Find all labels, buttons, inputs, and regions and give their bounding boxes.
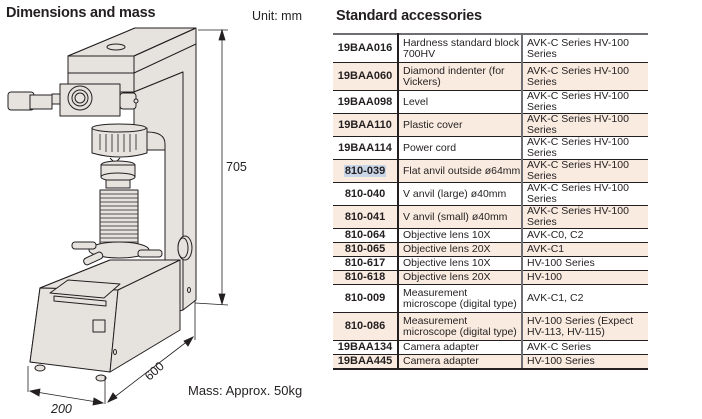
table-row: 810-064 Objective lens 10X AVK-C0, C2 bbox=[333, 228, 648, 243]
part-description: Objective lens 20X bbox=[398, 270, 523, 285]
table-row: 810-039 Flat anvil outside ø64mm AVK-C S… bbox=[333, 159, 648, 183]
part-code: 19BAA114 bbox=[333, 136, 399, 160]
mass-label: Mass: Approx. 50kg bbox=[188, 383, 303, 398]
part-code: 19BAA016 bbox=[333, 33, 399, 63]
applicable-series: HV-100 Series (Expect HV-113, HV-115) bbox=[522, 312, 648, 341]
applicable-series: HV-100 Series bbox=[522, 354, 648, 370]
table-row: 810-040 V anvil (large) ø40mm AVK-C Seri… bbox=[333, 182, 648, 206]
table-row: 810-086 Measurement microscope (digital … bbox=[333, 312, 648, 341]
table-row: 19BAA114 Power cord AVK-C Series HV-100 … bbox=[333, 136, 648, 160]
part-code: 810-064 bbox=[333, 228, 399, 243]
part-code: 810-040 bbox=[333, 182, 399, 206]
table-row: 810-065 Objective lens 20X AVK-C1 bbox=[333, 242, 648, 257]
part-code-cell: 810-039 bbox=[333, 159, 399, 183]
applicable-series: AVK-C1, C2 bbox=[522, 284, 648, 313]
table-row: 19BAA060 Diamond indenter (for Vickers) … bbox=[333, 62, 648, 91]
applicable-series: HV-100 bbox=[522, 270, 648, 285]
part-description: Measurement microscope (digital type) bbox=[398, 284, 523, 313]
table-row: 810-009 Measurement microscope (digital … bbox=[333, 284, 648, 313]
applicable-series: AVK-C0, C2 bbox=[522, 228, 648, 243]
part-description: V anvil (large) ø40mm bbox=[398, 182, 523, 206]
part-description: Objective lens 10X bbox=[398, 228, 523, 243]
part-description: Hardness standard block 700HV bbox=[398, 33, 523, 63]
part-description: Measurement microscope (digital type) bbox=[398, 312, 523, 341]
part-code: 19BAA110 bbox=[333, 113, 399, 137]
table-row: 810-041 V anvil (small) ø40mm AVK-C Seri… bbox=[333, 205, 648, 229]
part-description: V anvil (small) ø40mm bbox=[398, 205, 523, 229]
part-description: Objective lens 20X bbox=[398, 242, 523, 257]
applicable-series: AVK-C Series HV-100 Series bbox=[522, 113, 648, 137]
part-code: 19BAA134 bbox=[333, 340, 399, 355]
part-description: Diamond indenter (for Vickers) bbox=[398, 62, 523, 91]
unit-label: Unit: mm bbox=[252, 9, 302, 23]
part-code: 810-041 bbox=[333, 205, 399, 229]
dimensions-title: Dimensions and mass bbox=[6, 5, 156, 21]
table-row: 810-617 Objective lens 10X HV-100 Series bbox=[333, 256, 648, 271]
part-description: Power cord bbox=[398, 136, 523, 160]
hardness-tester-drawing bbox=[7, 27, 229, 406]
applicable-series: AVK-C Series HV-100 Series bbox=[522, 205, 648, 229]
part-description: Level bbox=[398, 90, 523, 114]
part-description: Camera adapter bbox=[398, 354, 523, 370]
applicable-series: AVK-C1 bbox=[522, 242, 648, 257]
table-row: 19BAA098 Level AVK-C Series HV-100 Serie… bbox=[333, 90, 648, 114]
table-row: 19BAA134 Camera adapter AVK-C Series bbox=[333, 340, 648, 355]
applicable-series: AVK-C Series HV-100 Series bbox=[522, 182, 648, 206]
width-dimension-label: 200 bbox=[51, 402, 72, 416]
applicable-series: AVK-C Series HV-100 Series bbox=[522, 90, 648, 114]
applicable-series: AVK-C Series HV-100 Series bbox=[522, 62, 648, 91]
applicable-series: AVK-C Series HV-100 Series bbox=[522, 136, 648, 160]
part-code: 19BAA445 bbox=[333, 354, 399, 370]
part-code: 810-617 bbox=[333, 256, 399, 271]
part-code: 19BAA098 bbox=[333, 90, 399, 114]
part-description: Plastic cover bbox=[398, 113, 523, 137]
height-dimension-label: 705 bbox=[226, 160, 247, 174]
part-code: 810-065 bbox=[333, 242, 399, 257]
part-code: 19BAA060 bbox=[333, 62, 399, 91]
table-row: 19BAA016 Hardness standard block 700HV A… bbox=[333, 33, 648, 63]
highlighted-part-code[interactable]: 810-039 bbox=[343, 164, 387, 177]
applicable-series: AVK-C Series HV-100 Series bbox=[522, 33, 648, 63]
applicable-series: HV-100 Series bbox=[522, 256, 648, 271]
part-description: Flat anvil outside ø64mm bbox=[398, 159, 523, 183]
part-description: Objective lens 10X bbox=[398, 256, 523, 271]
accessories-title: Standard accessories bbox=[336, 8, 482, 24]
table-row: 810-618 Objective lens 20X HV-100 bbox=[333, 270, 648, 285]
part-code: 810-086 bbox=[333, 312, 399, 341]
table-row: 19BAA445 Camera adapter HV-100 Series bbox=[333, 354, 648, 370]
part-code: 810-618 bbox=[333, 270, 399, 285]
accessories-table: 19BAA016 Hardness standard block 700HV A… bbox=[333, 33, 648, 370]
part-description: Camera adapter bbox=[398, 340, 523, 355]
table-row: 19BAA110 Plastic cover AVK-C Series HV-1… bbox=[333, 113, 648, 137]
part-code: 810-009 bbox=[333, 284, 399, 313]
applicable-series: AVK-C Series HV-100 Series bbox=[522, 159, 648, 183]
applicable-series: AVK-C Series bbox=[522, 340, 648, 355]
